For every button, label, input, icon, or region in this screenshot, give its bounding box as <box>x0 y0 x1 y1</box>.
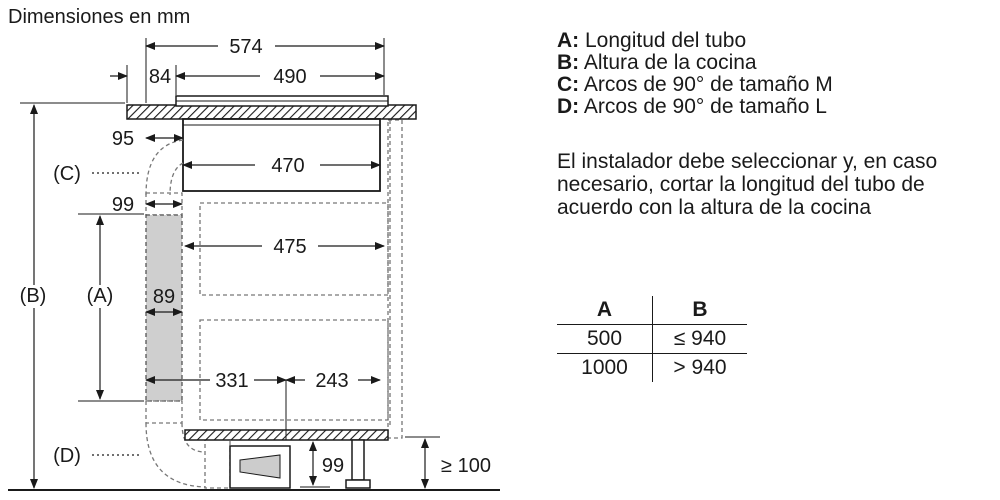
dim-331: 331 <box>215 370 248 392</box>
table-header-row: A B <box>557 296 747 325</box>
cabinet-outline <box>199 119 403 439</box>
dim-490: 490 <box>273 66 306 88</box>
table-header-a: A <box>557 296 653 325</box>
legend-item-d: D: Arcos de 90° de tamaño L <box>557 95 827 118</box>
legend-item-b: B: Altura de la cocina <box>557 51 757 74</box>
elbow-d <box>145 400 231 489</box>
callout-c: (C) <box>53 163 81 185</box>
table-row: 1000 > 940 <box>557 353 747 382</box>
table-cell: 1000 <box>557 353 653 382</box>
dim-95: 95 <box>112 128 134 150</box>
callout-d: (D) <box>53 445 81 467</box>
diagram-title: Dimensiones en mm <box>8 6 190 28</box>
hob-body <box>182 118 381 192</box>
dimension-lines <box>30 42 429 489</box>
callout-b: (B) <box>20 285 47 307</box>
dim-243: 243 <box>315 370 348 392</box>
table-cell: 500 <box>557 324 653 354</box>
legend: A: Longitud del tubo B: Altura de la coc… <box>557 30 833 118</box>
dimension-labels: 574 84 490 95 470 99 475 89 331 243 99 ≥… <box>112 36 491 477</box>
dim-89: 89 <box>153 286 175 308</box>
table-header-b: B <box>652 296 747 325</box>
worktop <box>126 95 417 120</box>
length-table: A B 500 ≤ 940 1000 > 940 <box>557 296 747 382</box>
legend-item-c: C: Arcos de 90° de tamaño M <box>557 73 833 96</box>
callout-a: (A) <box>87 285 114 307</box>
dim-470: 470 <box>271 155 304 177</box>
table-row: 500 ≤ 940 <box>557 324 747 354</box>
callout-labels: (C) (A) (B) (D) <box>20 163 114 467</box>
table-cell: > 940 <box>673 356 727 379</box>
installer-note: El instalador debe seleccionar y, en cas… <box>557 150 938 219</box>
dim-475: 475 <box>273 236 306 258</box>
duct-tube <box>145 214 183 402</box>
dim-574: 574 <box>229 36 262 58</box>
dim-99-top: 99 <box>112 194 134 216</box>
dim-99-bottom: 99 <box>322 455 344 477</box>
legend-item-a: A: Longitud del tubo <box>557 29 747 52</box>
dim-min-100: ≥ 100 <box>441 455 491 477</box>
table-cell: ≤ 940 <box>652 324 747 354</box>
dim-84: 84 <box>149 66 171 88</box>
